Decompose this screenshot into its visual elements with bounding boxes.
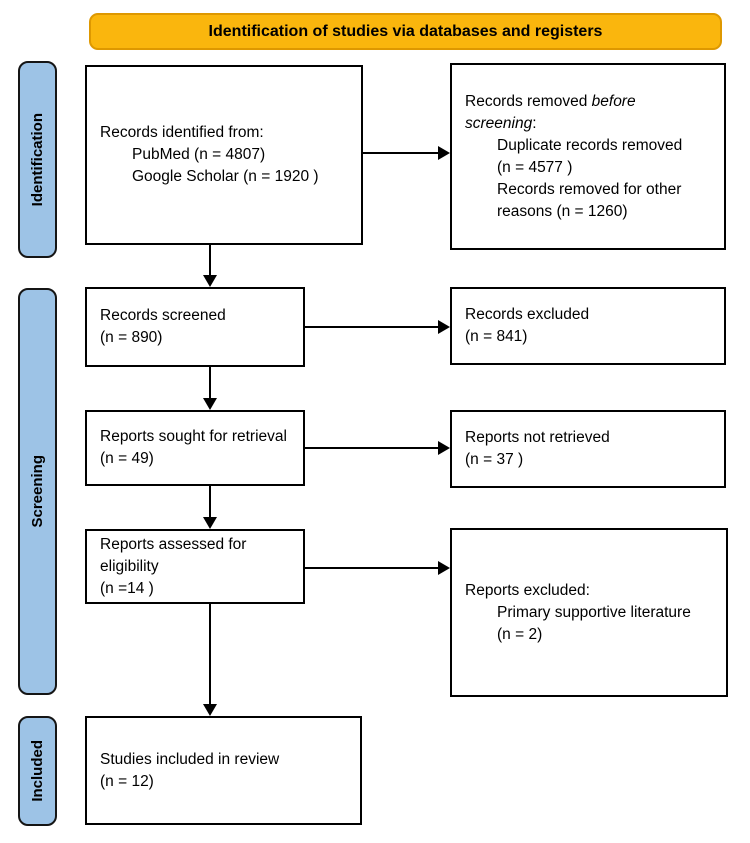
records-identified-title: Records identified from: <box>100 124 264 141</box>
connector-identified-removed <box>363 152 440 154</box>
records-removed-item: reasons (n = 1260) <box>497 202 628 220</box>
studies-included-line2: (n = 12) <box>100 772 154 790</box>
box-reports-sought: Reports sought for retrieval (n = 49) <box>85 410 305 486</box>
banner-label: Identification of studies via databases … <box>208 22 603 40</box>
reports-excluded-item: Primary supportive literature <box>497 603 691 621</box>
arrowhead-assessed-included <box>203 704 217 716</box>
box-reports-not-retrieved: Reports not retrieved (n = 37 ) <box>450 410 726 488</box>
box-records-identified: Records identified from: PubMed (n = 480… <box>85 65 363 245</box>
box-records-screened: Records screened (n = 890) <box>85 287 305 367</box>
stage-label-included: Included <box>29 740 46 802</box>
arrowhead-identified-removed <box>438 146 450 160</box>
reports-assessed-line1: Reports assessed for eligibility <box>100 535 247 575</box>
connector-identified-screened <box>209 245 211 276</box>
records-excluded-line2: (n = 841) <box>465 328 528 345</box>
arrowhead-screened-sought <box>203 398 217 410</box>
records-screened-line2: (n = 890) <box>100 329 163 346</box>
arrowhead-sought-assessed <box>203 517 217 529</box>
connector-screened-sought <box>209 367 211 398</box>
arrowhead-assessed-excluded <box>438 561 450 575</box>
records-excluded-line1: Records excluded <box>465 306 590 323</box>
stage-bar-included: Included <box>18 716 57 826</box>
connector-assessed-excluded <box>305 567 440 569</box>
records-removed-item: (n = 4577 ) <box>497 158 573 176</box>
arrowhead-sought-notretrieved <box>438 441 450 455</box>
stage-bar-screening: Screening <box>18 288 57 695</box>
connector-assessed-included <box>209 604 211 704</box>
stage-label-screening: Screening <box>29 455 46 528</box>
reports-excluded-title: Reports excluded: <box>465 581 590 599</box>
connector-screened-excluded <box>305 326 440 328</box>
box-reports-assessed: Reports assessed for eligibility (n =14 … <box>85 529 305 604</box>
records-removed-item: Records removed for other <box>497 180 682 198</box>
connector-sought-assessed <box>209 486 211 517</box>
records-removed-item: Duplicate records removed <box>497 136 683 154</box>
records-screened-line1: Records screened <box>100 307 226 324</box>
box-studies-included: Studies included in review (n = 12) <box>85 716 362 825</box>
box-records-excluded: Records excluded (n = 841) <box>450 287 726 365</box>
records-removed-line1: Records removed before <box>465 92 636 110</box>
reports-sought-line2: (n = 49) <box>100 450 154 467</box>
records-identified-item: Google Scholar (n = 1920 ) <box>132 168 319 185</box>
connector-sought-notretrieved <box>305 447 440 449</box>
reports-sought-line1: Reports sought for retrieval <box>100 428 287 445</box>
box-records-removed: Records removed before screening: Duplic… <box>450 63 726 250</box>
records-removed-line2: screening: <box>465 114 537 132</box>
reports-not-retrieved-line2: (n = 37 ) <box>465 451 524 468</box>
reports-assessed-line2: (n =14 ) <box>100 579 154 597</box>
records-identified-item: PubMed (n = 4807) <box>132 146 266 163</box>
stage-label-identification: Identification <box>29 112 46 207</box>
reports-excluded-item: (n = 2) <box>497 625 543 643</box>
arrowhead-identified-screened <box>203 275 217 287</box>
reports-not-retrieved-line1: Reports not retrieved <box>465 429 610 446</box>
stage-bar-identification: Identification <box>18 61 57 258</box>
studies-included-line1: Studies included in review <box>100 750 280 768</box>
arrowhead-screened-excluded <box>438 320 450 334</box>
banner: Identification of studies via databases … <box>89 13 722 50</box>
box-reports-excluded: Reports excluded: Primary supportive lit… <box>450 528 728 697</box>
